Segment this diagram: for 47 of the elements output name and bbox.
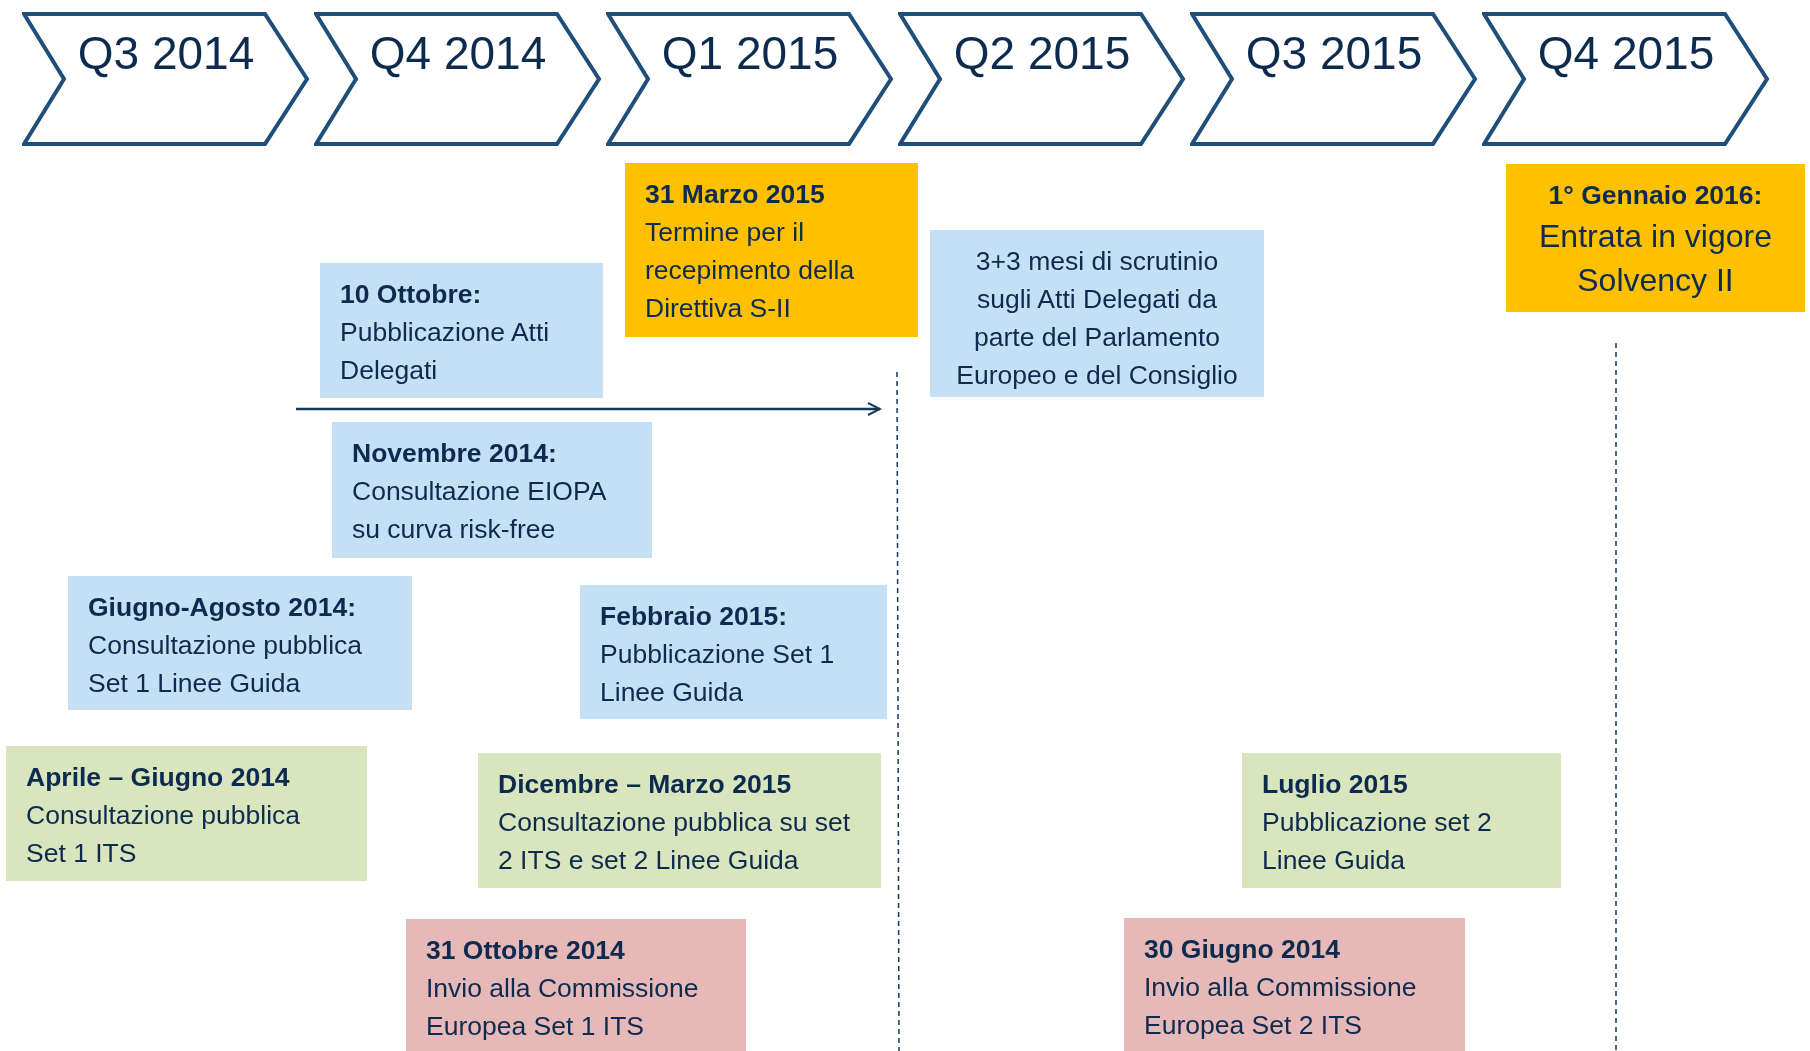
milestone-box: [1124, 918, 1465, 1051]
milestone-date: Luglio 2015: [1262, 768, 1409, 801]
quarter-label: Q4 2014: [368, 28, 548, 78]
milestone-description: Consultazione pubblica su set 2 ITS e set 2 Linee Guida: [498, 806, 852, 877]
milestone-box: [625, 163, 918, 337]
milestone-date: Aprile – Giugno 2014: [26, 761, 291, 794]
quarter-label: Q2 2015: [952, 28, 1132, 78]
quarter-banner: [1190, 12, 1478, 146]
milestone-description: Termine per il recepimento della Direttiva S-II: [645, 216, 856, 325]
milestone-date: 10 Ottobre:: [340, 278, 483, 311]
quarter-label: Q1 2015: [660, 28, 840, 78]
quarter-label: Q3 2014: [76, 28, 256, 78]
milestone-description: Pubblicazione Set 1 Linee Guida: [600, 638, 836, 709]
milestone-box: [1506, 164, 1805, 312]
milestone-box: [320, 263, 603, 398]
quarter-banner: [606, 12, 894, 146]
milestone-date: Novembre 2014:: [352, 437, 558, 470]
milestone-description: Invio alla Commissione Europea Set 1 ITS: [426, 972, 700, 1043]
milestone-date: 1° Gennaio 2016:: [1547, 179, 1764, 212]
milestone-description: Invio alla Commissione Europea Set 2 ITS: [1144, 971, 1418, 1042]
milestone-description: Consultazione pubblica Set 1 ITS: [26, 799, 302, 870]
milestone-description: Consultazione pubblica Set 1 Linee Guida: [88, 629, 364, 700]
milestone-date: 31 Marzo 2015: [645, 178, 826, 211]
milestone-date: Giugno-Agosto 2014:: [88, 591, 357, 624]
quarter-banner: [1482, 12, 1770, 146]
milestone-box: [68, 576, 412, 710]
milestone-date: 30 Giugno 2014: [1144, 933, 1341, 966]
milestone-box: [332, 422, 652, 558]
milestone-description: 3+3 mesi di scrutinio sugli Atti Delegati da parte del Parlamento Europeo e del Consiglio: [955, 245, 1239, 392]
quarter-label: Q3 2015: [1244, 28, 1424, 78]
milestone-date: Dicembre – Marzo 2015: [498, 768, 793, 801]
milestone-box: [406, 919, 746, 1051]
quarter-banner: [898, 12, 1186, 146]
milestone-date: 31 Ottobre 2014: [426, 934, 626, 967]
quarter-banner: [22, 12, 310, 146]
milestone-box: [1242, 753, 1561, 888]
milestone-box: [6, 746, 367, 881]
quarter-banner: [314, 12, 602, 146]
milestone-box: [580, 585, 887, 719]
milestone-description: Consultazione EIOPA su curva risk-free: [352, 475, 607, 546]
milestone-box: [930, 230, 1264, 397]
milestone-box: [478, 753, 881, 888]
milestone-date: Febbraio 2015:: [600, 600, 789, 633]
milestone-description: Pubblicazione set 2 Linee Guida: [1262, 806, 1493, 877]
milestone-description: Pubblicazione Atti Delegati: [340, 316, 551, 387]
milestone-description: Entrata in vigore Solvency II: [1538, 217, 1773, 300]
quarter-label: Q4 2015: [1536, 28, 1716, 78]
